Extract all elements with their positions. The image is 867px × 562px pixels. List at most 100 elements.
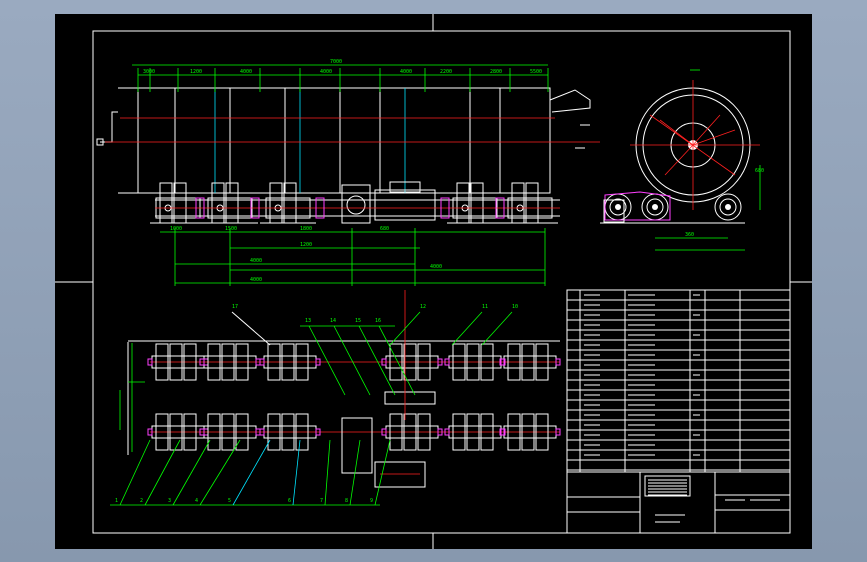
plan-roller-bottom-0-end-cap: [147, 428, 153, 436]
plan-gearbox: [341, 417, 373, 474]
plan-roller-bottom-2-wheel: [281, 413, 295, 451]
plan-roller-top-4-end-cap: [444, 358, 450, 366]
drive-gear-circle: [346, 195, 366, 215]
end-view-spoke: [659, 119, 694, 146]
plan-roller-bottom-1-wheel: [235, 413, 249, 451]
plan-roller-bottom-5-wheel: [521, 413, 535, 451]
balloon-label: 2: [140, 498, 143, 504]
balloon-label: 15: [355, 318, 361, 324]
plan-roller-top-2-wheel: [267, 343, 281, 381]
side-roller-4-wheel-left: [511, 182, 525, 224]
plan-roller-top-0-wheel: [155, 343, 169, 381]
side-roller-4-wheel-right: [525, 182, 539, 224]
bom-table: [566, 289, 791, 473]
plan-roller-bottom-0-wheel: [169, 413, 183, 451]
dim-label: 1200: [300, 242, 312, 248]
title-block-stamp: [644, 475, 691, 497]
plan-roller-top-3-end-cap: [437, 358, 443, 366]
plan-roller-bottom-5-wheel: [535, 413, 549, 451]
balloon-leader: [378, 325, 416, 396]
plan-roller-bottom-3-wheel: [389, 413, 403, 451]
end-roller-mid-hub: [652, 204, 658, 210]
plan-roller-top-0-end-cap: [147, 358, 153, 366]
balloon-label: 17: [232, 304, 238, 310]
balloon-leader: [349, 439, 361, 506]
dim-label: 680: [755, 168, 764, 174]
balloon-label: 13: [305, 318, 311, 324]
plan-roller-bottom-4-wheel: [452, 413, 466, 451]
end-view-spoke: [692, 129, 736, 146]
dim-label: 4000: [250, 277, 262, 283]
plan-roller-bottom-3-end-cap: [437, 428, 443, 436]
balloon-leader: [199, 439, 241, 506]
dim-label: 4000: [240, 69, 252, 75]
plan-roller-top-5-end-cap: [555, 358, 561, 366]
balloon-label: 7: [320, 498, 323, 504]
coupling: [440, 197, 450, 219]
balloon-leader: [358, 325, 396, 396]
plan-roller-top-0-wheel: [169, 343, 183, 381]
plan-roller-top-2-wheel: [281, 343, 295, 381]
side-roller-0-wheel-left: [159, 182, 173, 224]
dim-label: 4000: [400, 69, 412, 75]
plan-roller-bottom-0-wheel: [155, 413, 169, 451]
end-roller-right-outer: [714, 193, 742, 221]
plan-roller-top-3-wheel: [389, 343, 403, 381]
plan-roller-bottom-4-wheel: [480, 413, 494, 451]
plan-coupling-bar: [384, 391, 436, 405]
balloon-label: 5: [228, 498, 231, 504]
discharge-chute: [549, 89, 591, 113]
balloon-label: 6: [288, 498, 291, 504]
balloon-label: 1: [115, 498, 118, 504]
balloon-leader: [451, 311, 483, 346]
dim-label: 680: [380, 226, 389, 232]
plan-roller-bottom-1-end-cap: [199, 428, 205, 436]
dim-label: 4000: [320, 69, 332, 75]
title-block: [566, 471, 791, 534]
balloon-leader: [308, 325, 346, 396]
balloon-leader: [119, 439, 151, 506]
plan-roller-top-1-wheel: [207, 343, 221, 381]
coupling: [495, 197, 505, 219]
side-roller-2-wheel-right: [283, 182, 297, 224]
dim-label: 5500: [530, 69, 542, 75]
balloon-leader-17: [231, 311, 271, 346]
dim-label: 1500: [225, 226, 237, 232]
end-roller-right-hub: [725, 204, 731, 210]
side-roller-1-wheel-right: [225, 182, 239, 224]
dim-label: 4000: [430, 264, 442, 270]
plan-roller-bottom-3-wheel: [417, 413, 431, 451]
plan-roller-bottom-3-wheel: [403, 413, 417, 451]
balloon-label: 11: [482, 304, 488, 310]
end-roller-left-inner: [609, 198, 627, 216]
plan-roller-top-4-wheel: [466, 343, 480, 381]
side-roller-3-wheel-left: [456, 182, 470, 224]
plan-roller-bottom-2-end-cap: [259, 428, 265, 436]
plan-roller-bottom-5-end-cap: [555, 428, 561, 436]
plan-motor: [374, 461, 426, 488]
plan-roller-bottom-1-wheel: [221, 413, 235, 451]
dim-label: 360: [685, 232, 694, 238]
plan-roller-top-4-wheel: [480, 343, 494, 381]
balloon-leader: [389, 311, 421, 346]
plan-roller-bottom-3-end-cap: [381, 428, 387, 436]
balloon-label: 3: [168, 498, 171, 504]
end-drive-motor: [603, 199, 625, 223]
plan-roller-top-5-wheel: [507, 343, 521, 381]
balloon-label: 10: [512, 304, 518, 310]
plan-roller-bottom-2-wheel: [295, 413, 309, 451]
dim-label: 1800: [300, 226, 312, 232]
plan-roller-top-4-wheel: [452, 343, 466, 381]
balloon-leader: [333, 325, 371, 396]
feed-flange: [96, 138, 104, 146]
end-roller-right-inner: [719, 198, 737, 216]
drive-motor-top: [389, 181, 421, 193]
balloon-label: 4: [195, 498, 198, 504]
plan-roller-top-2-wheel: [295, 343, 309, 381]
side-roller-2-wheel-left: [269, 182, 283, 224]
balloon-leader: [374, 439, 391, 506]
plan-roller-top-3-wheel: [403, 343, 417, 381]
plan-roller-bottom-1-wheel: [207, 413, 221, 451]
